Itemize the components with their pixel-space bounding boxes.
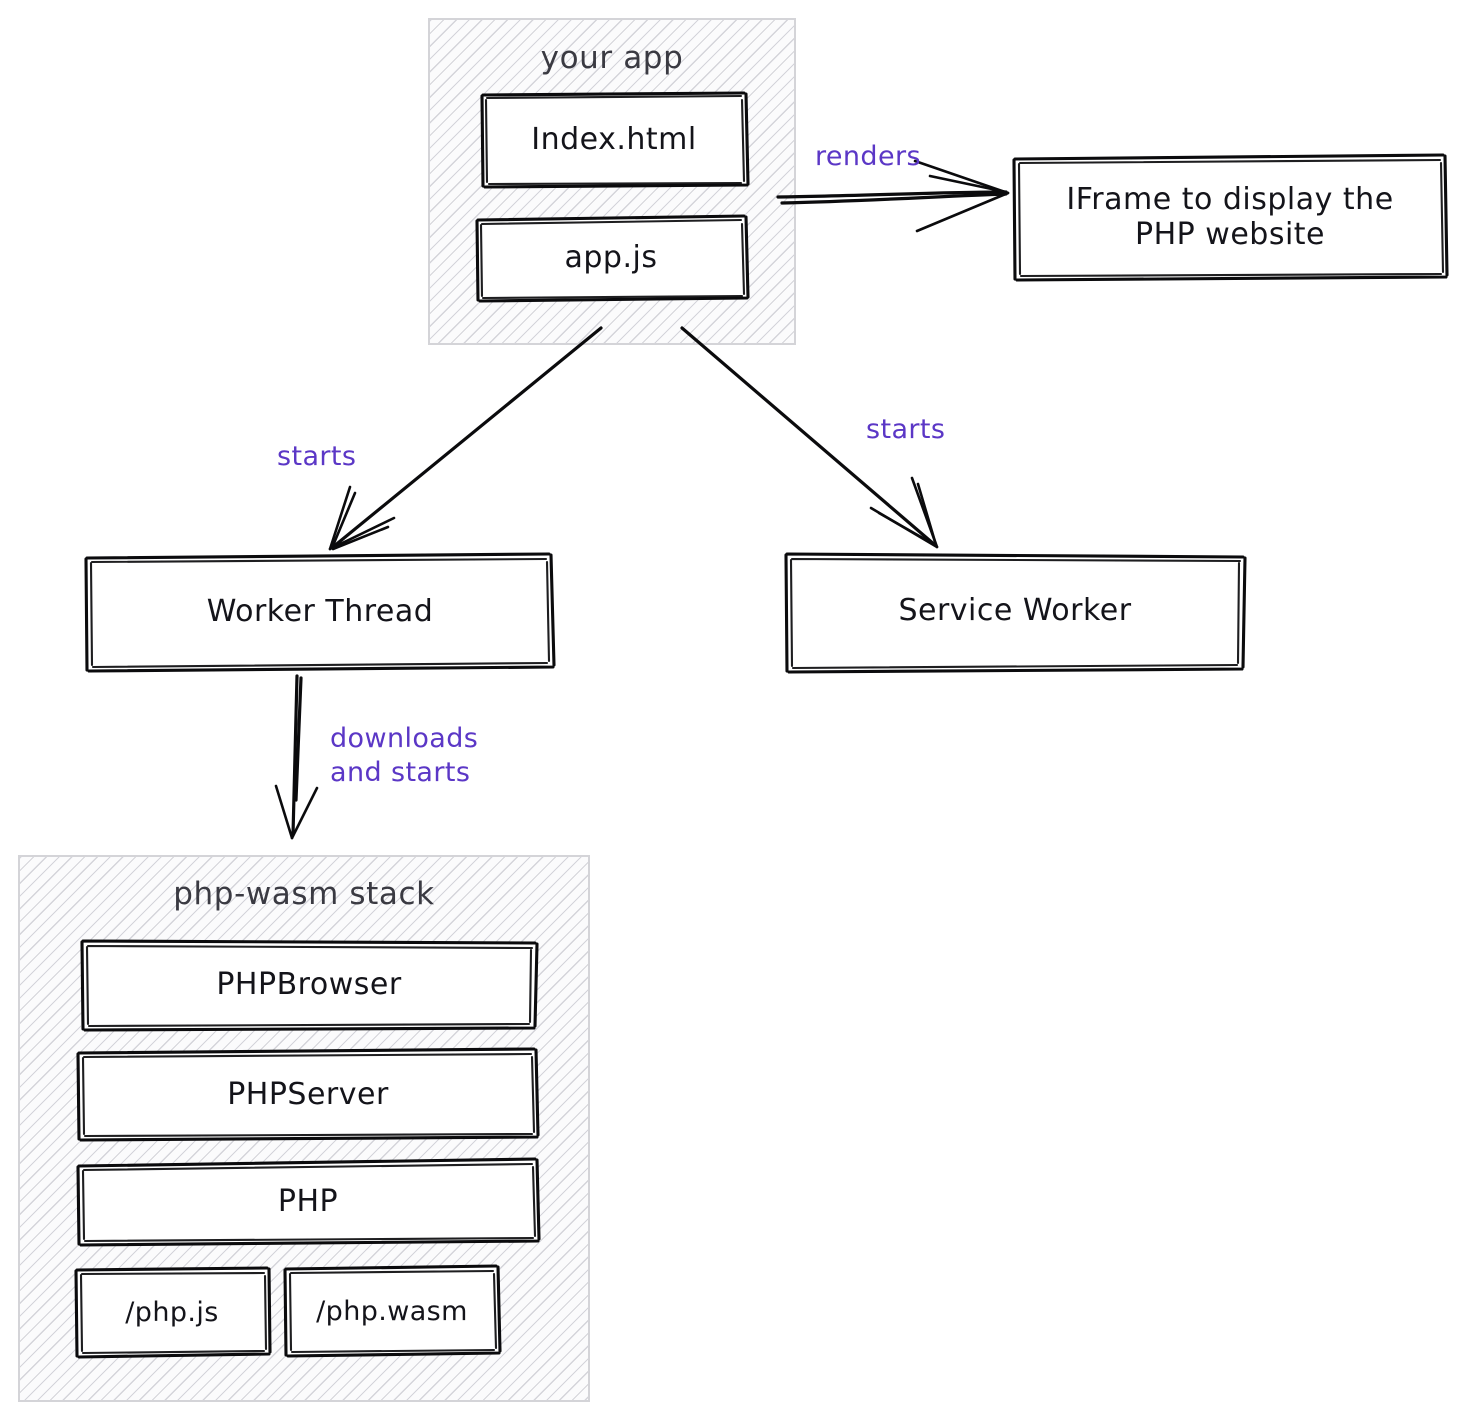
node-php-browser[interactable]: PHPBrowser	[77, 937, 541, 1033]
node-php-wasm-shape	[283, 1264, 502, 1358]
edge-starts-service-worker	[680, 326, 939, 549]
edge-downloads-and-starts	[274, 674, 319, 840]
node-php-server-shape	[76, 1047, 540, 1142]
node-iframe-shape	[1012, 153, 1449, 282]
node-php-js[interactable]: /php.js	[71, 1265, 273, 1360]
node-app-js[interactable]: app.js	[472, 213, 750, 303]
edge-renders	[776, 159, 1010, 233]
edge-label-downloads-and-starts: downloads and starts	[330, 723, 479, 788]
node-service-worker-shape	[784, 552, 1247, 674]
group-your-app-title: your app	[540, 40, 684, 76]
node-index-html-shape	[480, 91, 750, 189]
node-index-html[interactable]: Index.html	[478, 90, 750, 190]
node-php-wasm[interactable]: /php.wasm	[281, 1263, 503, 1360]
node-php-browser-shape	[80, 939, 539, 1032]
node-app-js-shape	[475, 214, 750, 303]
node-php[interactable]: PHP	[74, 1156, 542, 1248]
node-iframe[interactable]: IFrame to display the PHP website	[1011, 152, 1449, 282]
node-php-shape	[76, 1157, 541, 1247]
node-php-server[interactable]: PHPServer	[75, 1046, 541, 1143]
node-worker-thread[interactable]: Worker Thread	[83, 550, 557, 674]
edge-label-starts-service-worker: starts	[866, 414, 946, 445]
node-worker-thread-shape	[84, 552, 556, 673]
node-php-js-shape	[74, 1266, 272, 1359]
edge-starts-worker-thread	[328, 326, 603, 551]
node-service-worker[interactable]: Service Worker	[781, 548, 1249, 674]
edge-label-renders: renders	[815, 141, 921, 172]
group-php-wasm-stack-title: php-wasm stack	[173, 876, 435, 912]
edge-label-starts-worker-thread: starts	[277, 441, 357, 472]
